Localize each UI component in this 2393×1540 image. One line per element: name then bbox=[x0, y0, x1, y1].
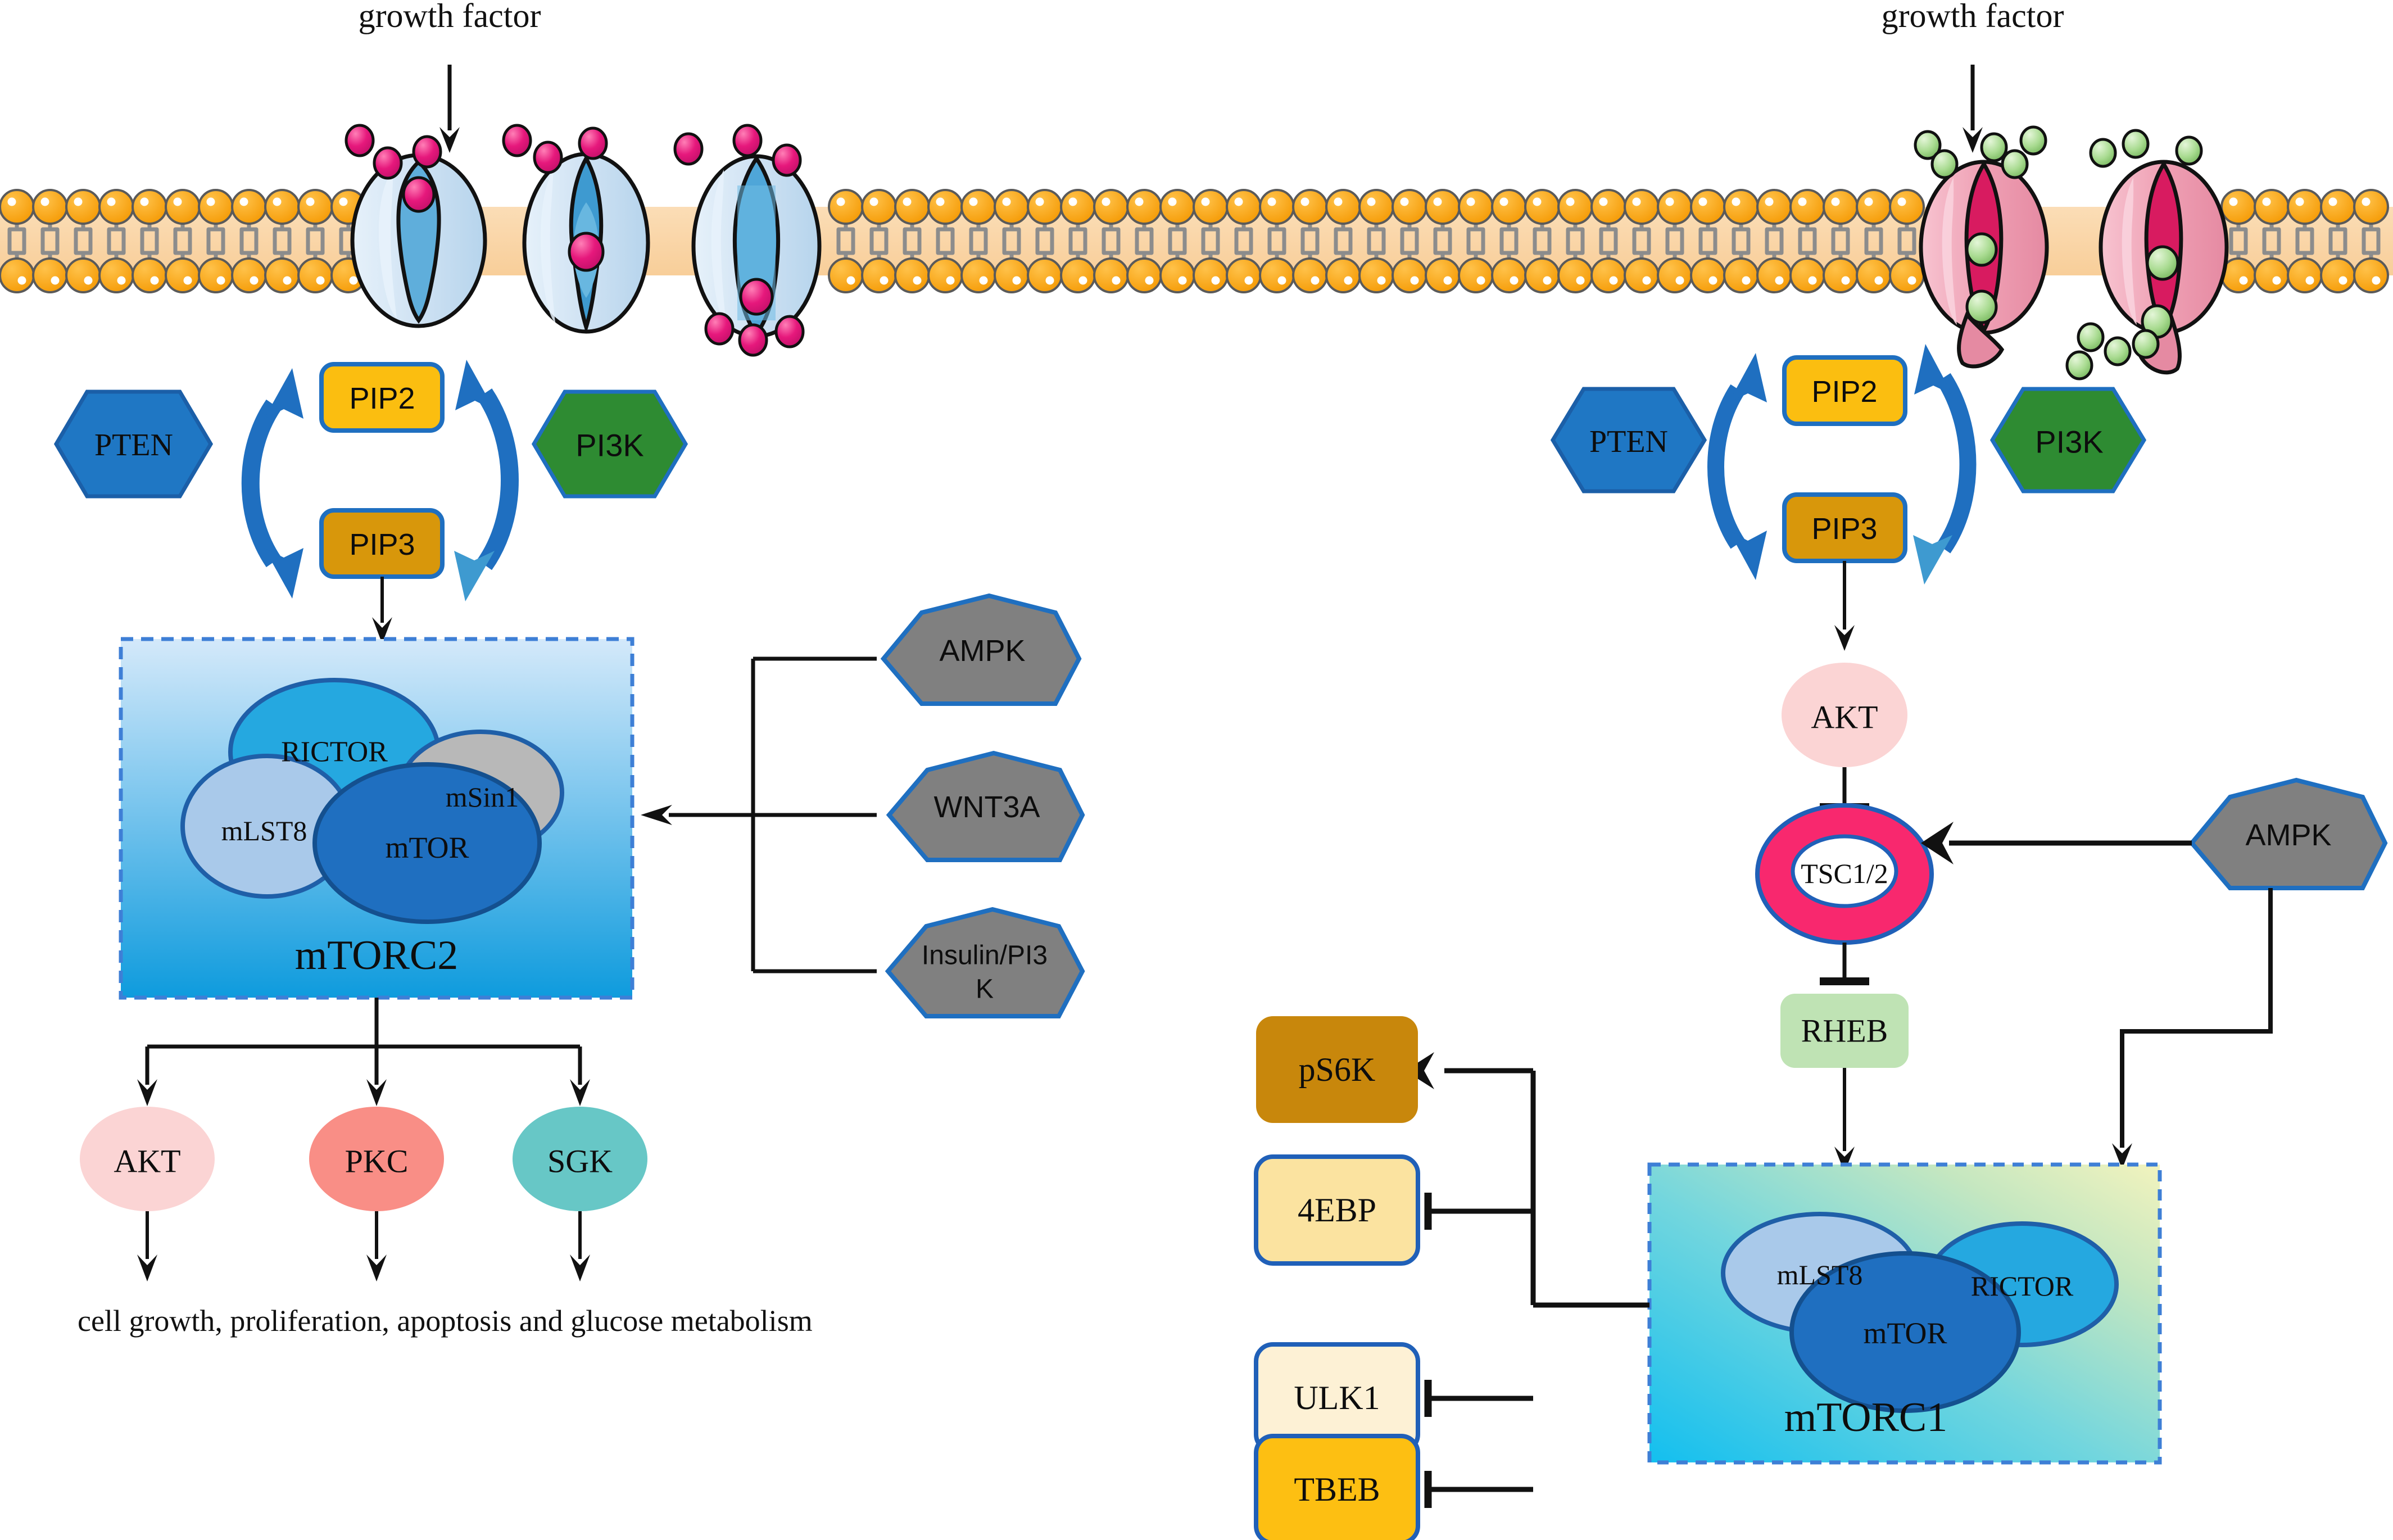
edge-akt-inhibits-tsc bbox=[1820, 767, 1869, 811]
ampk-right-label: AMPK bbox=[2245, 818, 2331, 852]
pi3k-right-label: PI3K bbox=[2035, 424, 2103, 460]
receptor-left-1 bbox=[350, 153, 487, 328]
ligands-right bbox=[1914, 125, 2203, 381]
akt-right-label: AKT bbox=[1811, 699, 1878, 736]
effector-bracket-left bbox=[145, 998, 582, 1085]
tsc-complex[interactable]: TSC1/2 bbox=[1755, 803, 1934, 945]
pi3k-left[interactable] bbox=[531, 389, 688, 499]
mtor-left[interactable] bbox=[312, 762, 542, 924]
mtor-right[interactable] bbox=[1789, 1251, 2021, 1413]
pip2-right[interactable] bbox=[1782, 355, 1907, 426]
rheb-label: RHEB bbox=[1801, 1013, 1888, 1049]
akt-effector[interactable] bbox=[80, 1107, 215, 1211]
wnt3a-left[interactable]: WNT3A bbox=[886, 750, 1085, 862]
wnt3a-left-label: WNT3A bbox=[934, 790, 1040, 824]
rheb-box[interactable] bbox=[1780, 994, 1909, 1068]
insulin-pi3k-left[interactable]: Insulin/PI3 K bbox=[885, 907, 1085, 1018]
receptor-right-1 bbox=[1919, 160, 2049, 369]
insulin-pi3k-left-label-line2: K bbox=[976, 975, 994, 1004]
pten-cycle-arrow-left bbox=[241, 368, 303, 599]
regulator-bracket-left bbox=[669, 656, 877, 973]
edge-ampk-to-mtorc1 bbox=[2120, 888, 2273, 1148]
ampk-right[interactable]: AMPK bbox=[2188, 777, 2388, 890]
pip2-left-label: PIP2 bbox=[349, 382, 415, 415]
mtorc1-label: mTORC1 bbox=[1784, 1394, 1948, 1441]
ps6k-box[interactable] bbox=[1256, 1016, 1418, 1123]
pip3-left-label: PIP3 bbox=[349, 528, 415, 561]
pten-right-label: PTEN bbox=[1589, 424, 1668, 459]
sgk-effector-label: SGK bbox=[547, 1143, 613, 1180]
mtor-left-label: mTOR bbox=[385, 831, 469, 864]
ulk1-label: ULK1 bbox=[1294, 1379, 1380, 1416]
mtorc2-label: mTORC2 bbox=[295, 932, 459, 979]
tbeb-box[interactable] bbox=[1254, 1434, 1420, 1540]
ligands-left bbox=[345, 124, 805, 357]
pkc-effector[interactable] bbox=[309, 1107, 444, 1211]
ampk-left[interactable]: AMPK bbox=[880, 593, 1082, 706]
mlst8-left-label: mLST8 bbox=[221, 815, 307, 846]
pten-left-label: PTEN bbox=[94, 428, 173, 463]
pip2-right-label: PIP2 bbox=[1811, 375, 1877, 409]
ps6k-label: pS6K bbox=[1299, 1051, 1376, 1088]
receptor-left-2 bbox=[522, 152, 650, 334]
receptor-group-left bbox=[350, 152, 822, 338]
pkc-effector-label: PKC bbox=[345, 1143, 409, 1180]
4ebp-box[interactable] bbox=[1254, 1154, 1420, 1266]
edge-ampk-to-tsc bbox=[1921, 822, 2192, 864]
pip2-left[interactable] bbox=[319, 362, 445, 433]
pten-cycle-arrow-right bbox=[1707, 353, 1767, 580]
growth-factor-arrow-right bbox=[1963, 65, 1983, 153]
growth-factor-label-left: growth factor bbox=[359, 0, 541, 34]
growth-factor-label-right: growth factor bbox=[1882, 0, 2064, 34]
akt-effector-label: AKT bbox=[114, 1143, 180, 1180]
4ebp-label: 4EBP bbox=[1298, 1192, 1376, 1229]
pi3k-cycle-arrow-right bbox=[1913, 344, 1977, 585]
rictor-left-label: RICTOR bbox=[281, 736, 388, 768]
akt-right[interactable] bbox=[1782, 663, 1907, 767]
growth-factor-arrow-left bbox=[439, 65, 460, 153]
mlst8-right-label: mLST8 bbox=[1777, 1259, 1863, 1290]
pip3-right-label: PIP3 bbox=[1811, 512, 1877, 546]
pten-right[interactable] bbox=[1550, 387, 1707, 493]
outcome-text: cell growth, proliferation, apoptosis an… bbox=[78, 1304, 813, 1338]
target-bracket bbox=[1430, 1068, 1649, 1492]
pten-left[interactable] bbox=[53, 389, 214, 499]
ampk-left-label: AMPK bbox=[939, 634, 1025, 668]
tbeb-label: TBEB bbox=[1294, 1471, 1380, 1508]
pi3k-right[interactable] bbox=[1989, 387, 2147, 493]
pi3k-left-label: PI3K bbox=[575, 428, 643, 463]
edge-tsc-inhibits-rheb bbox=[1820, 943, 1869, 985]
receptor-group-right bbox=[1919, 160, 2229, 375]
mtor-right-label: mTOR bbox=[1863, 1316, 1947, 1350]
msin1-left-label: mSin1 bbox=[446, 781, 519, 813]
effector-output-arrows bbox=[146, 1211, 582, 1259]
rictor-right-label: RICTOR bbox=[1971, 1270, 2074, 1302]
tsc-label: TSC1/2 bbox=[1801, 858, 1888, 889]
sgk-effector[interactable] bbox=[513, 1107, 647, 1211]
pi3k-cycle-arrow-left bbox=[454, 360, 519, 601]
receptor-left-3 bbox=[691, 154, 822, 338]
insulin-pi3k-left-label-line1: Insulin/PI3 bbox=[922, 941, 1048, 971]
